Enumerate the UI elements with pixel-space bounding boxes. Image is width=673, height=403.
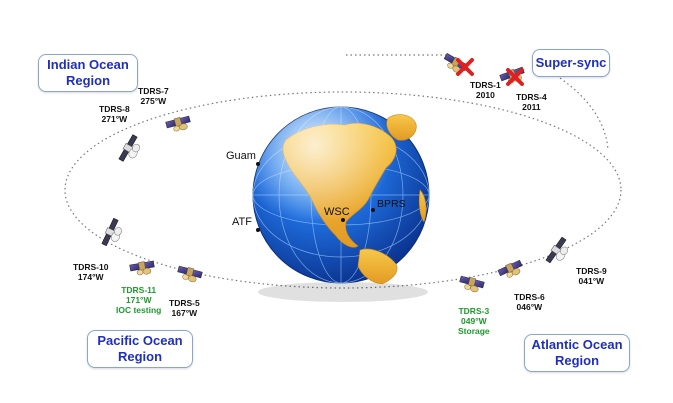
tdrs5-satellite-icon xyxy=(175,264,203,285)
tdrs6-satellite-icon xyxy=(497,259,525,282)
tdrs3-satellite-icon xyxy=(457,274,485,295)
tdrs7-satellite-icon xyxy=(165,114,193,135)
tdrs1-retired-x-icon xyxy=(456,58,474,76)
atf-site-label: ATF xyxy=(232,216,252,228)
region-label-line2: Region xyxy=(117,349,163,364)
region-label-line2: Region xyxy=(554,353,600,368)
super-sync-region-box: Super-sync xyxy=(532,49,610,77)
tdrs8-satellite-icon xyxy=(117,133,145,166)
tdrs11-satellite-icon xyxy=(129,259,156,278)
bprs-site-label: BPRS xyxy=(377,198,406,210)
wsc-site-label: WSC xyxy=(324,206,350,218)
region-label-line1: Atlantic Ocean xyxy=(531,337,623,352)
region-label-line1: Super-sync xyxy=(535,55,607,70)
region-label-line1: Indian Ocean xyxy=(47,57,129,72)
guam-site-label: Guam xyxy=(226,150,256,162)
region-label-line2: Region xyxy=(65,73,111,88)
tdrs9-satellite-icon xyxy=(544,235,574,269)
tdrs10-satellite-icon xyxy=(100,217,127,250)
region-label-line1: Pacific Ocean xyxy=(97,333,183,348)
tdrs4-retired-x-icon xyxy=(506,68,524,86)
